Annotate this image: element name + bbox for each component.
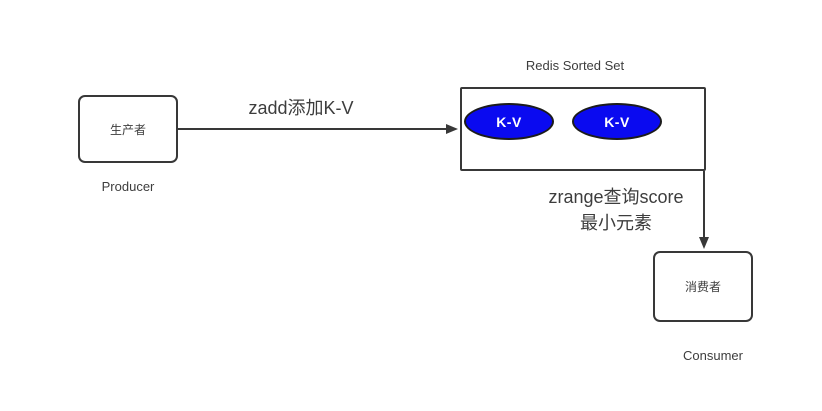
kv-node: K-V	[464, 103, 554, 140]
right-arrowhead-icon	[446, 124, 458, 134]
kv-node: K-V	[572, 103, 662, 140]
consumer-node: 消费者	[653, 251, 753, 322]
producer-node-label: 生产者	[109, 122, 146, 137]
kv-node-label: K-V	[604, 113, 630, 130]
zadd-arrow-label: zadd添加K-V	[248, 98, 354, 118]
zadd-arrow-line	[178, 128, 447, 130]
zrange-arrow-line	[703, 171, 705, 237]
producer-caption: Producer	[101, 179, 155, 194]
redis-sorted-set-title: Redis Sorted Set	[525, 58, 625, 73]
zrange-label-line2: 最小元素	[580, 213, 652, 233]
kv-node-label: K-V	[496, 113, 522, 130]
redis-sorted-set-container: K-V K-V	[460, 87, 706, 171]
consumer-node-label: 消费者	[684, 280, 721, 294]
down-arrowhead-icon	[699, 237, 709, 249]
zrange-arrow-label: zrange查询score 最小元素	[516, 184, 716, 236]
producer-node: 生产者	[78, 95, 178, 163]
consumer-caption: Consumer	[683, 348, 743, 363]
zrange-label-line1: zrange查询score	[548, 187, 684, 207]
